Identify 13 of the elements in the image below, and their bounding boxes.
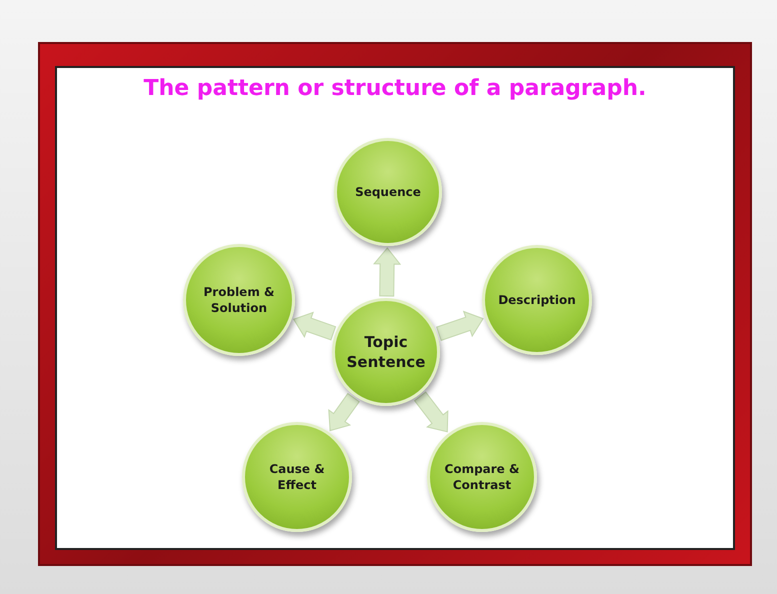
block-arrow [292, 312, 336, 341]
circle-label: Compare & Contrast [444, 460, 520, 494]
block-arrow [328, 392, 360, 432]
block-arrow [373, 247, 402, 297]
circle-label: Topic Sentence [346, 332, 426, 372]
circle-label: Problem & Solution [202, 284, 276, 316]
circle-label: Sequence [354, 184, 422, 200]
title: The pattern or structure of a paragraph. [142, 76, 648, 101]
block-arrow [414, 391, 448, 432]
circle-label: Cause & Effect [268, 460, 326, 494]
topic-circle [332, 298, 440, 406]
block-arrow [436, 310, 484, 342]
circle-label: Description [497, 292, 577, 308]
